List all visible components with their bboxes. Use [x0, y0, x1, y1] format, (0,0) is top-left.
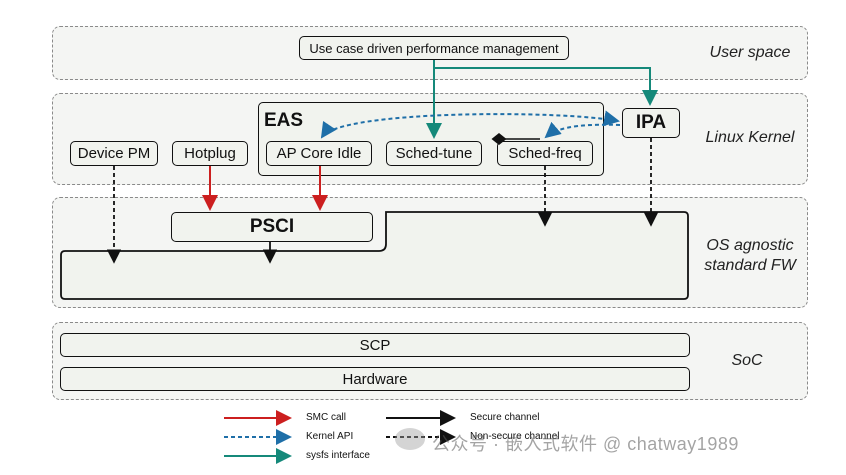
eas-label: EAS	[264, 110, 304, 131]
soc-label: SoC	[731, 352, 763, 369]
legend-smc-label: SMC call	[306, 412, 347, 423]
os-agnostic-label: OS agnostic standard FW	[690, 236, 810, 276]
ipa-box: IPA	[622, 108, 680, 138]
watermark-wechat-icon	[395, 428, 425, 450]
hardware-box: Hardware	[60, 367, 690, 391]
psci-box: PSCI	[171, 212, 373, 242]
legend-kernel-api-label: Kernel API	[306, 431, 354, 442]
ap-core-idle-box: AP Core Idle	[266, 141, 372, 166]
device-pm-box: Device PM	[70, 141, 158, 166]
sensors-box: Sensors	[622, 228, 678, 251]
legend-nonsecure-label: Non-secure channel	[470, 431, 560, 442]
performance-box: Performance	[497, 228, 593, 251]
sched-freq-box: Sched-freq	[497, 141, 593, 166]
linux-kernel-label: Linux Kernel	[705, 129, 795, 146]
hotplug-box: Hotplug	[172, 141, 248, 166]
scp-box: SCP	[60, 333, 690, 357]
watermark: 公众号 · 嵌入式软件 @ chatway1989	[432, 434, 739, 454]
os-agnostic-label-line1: OS agnostic	[706, 237, 794, 254]
scmi-label: SCMI	[627, 275, 675, 296]
power-domains-box: Power Domains	[70, 265, 374, 289]
use-case-box: Use case driven performance management	[299, 36, 569, 60]
sched-tune-box: Sched-tune	[386, 141, 482, 166]
legend-sysfs-label: sysfs interface	[306, 450, 370, 461]
os-agnostic-label-line2: standard FW	[704, 257, 796, 274]
user-space-label: User space	[709, 44, 791, 61]
legend-secure-label: Secure channel	[470, 412, 540, 423]
